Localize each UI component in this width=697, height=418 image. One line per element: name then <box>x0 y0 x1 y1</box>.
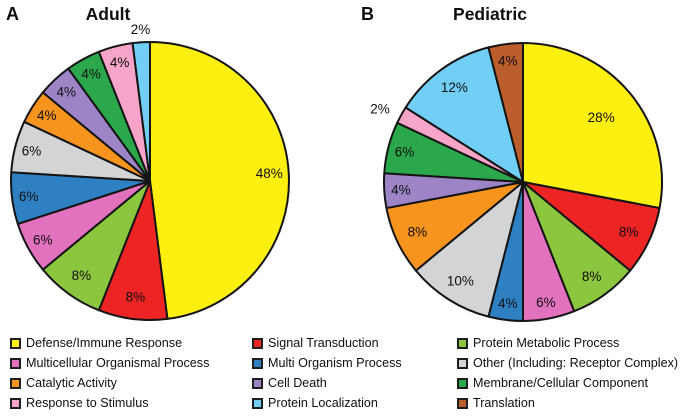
legend-label: Multi Organism Process <box>268 356 402 370</box>
legend-swatch <box>10 357 21 369</box>
slice-percent-label: 12% <box>441 80 468 95</box>
legend-swatch <box>10 337 21 349</box>
slice-percent-label: 6% <box>22 143 42 158</box>
slice-percent-label: 2% <box>131 22 151 37</box>
pie-slice <box>487 42 524 183</box>
slice-percent-label: 4% <box>498 296 518 311</box>
legend-item: Protein Localization <box>252 393 402 413</box>
legend-label: Response to Stimulus <box>26 396 149 410</box>
legend-label: Defense/Immune Response <box>26 336 183 350</box>
slice-percent-label: 4% <box>498 53 518 68</box>
slice-percent-label: 10% <box>447 273 474 288</box>
panel-letter: B <box>361 4 374 24</box>
pie-slice <box>414 181 524 318</box>
legend-label: Protein Localization <box>268 396 378 410</box>
legend-label: Translation <box>473 396 535 410</box>
legend-item: Multi Organism Process <box>252 353 402 373</box>
legend-item: Membrane/Cellular Component <box>457 373 678 393</box>
legend-swatch <box>457 357 468 369</box>
slice-percent-label: 4% <box>57 85 77 100</box>
legend-label: Membrane/Cellular Component <box>473 376 648 390</box>
panel-letter: A <box>6 4 19 24</box>
slice-percent-label: 8% <box>408 224 428 239</box>
slice-percent-label: 48% <box>256 166 283 181</box>
legend-label: Cell Death <box>268 376 327 390</box>
slice-percent-label: 4% <box>81 67 101 82</box>
legend-label: Catalytic Activity <box>26 376 117 390</box>
slice-percent-label: 4% <box>110 55 130 70</box>
legend-item: Multicellular Organismal Process <box>10 353 209 373</box>
legend-swatch <box>252 397 263 409</box>
legend-swatch <box>10 377 21 389</box>
legend-swatch <box>457 397 468 409</box>
legend-item: Cell Death <box>252 373 402 393</box>
legend-item: Defense/Immune Response <box>10 333 209 353</box>
pie-title: Pediatric <box>453 4 527 24</box>
slice-percent-label: 28% <box>588 110 615 125</box>
slice-percent-label: 2% <box>370 102 390 117</box>
legend-item: Signal Transduction <box>252 333 402 353</box>
slice-percent-label: 8% <box>619 224 639 239</box>
pie-pediatric: B Pediatric 28% 8% 8% 6% 4% 10% 8% 4% 6% 2% 12% 4% <box>361 4 663 322</box>
slice-percent-label: 6% <box>19 189 39 204</box>
slice-percent-label: 8% <box>126 290 146 305</box>
legend-swatch <box>252 377 263 389</box>
legend-item: Translation <box>457 393 678 413</box>
legend-swatch <box>457 337 468 349</box>
pie-slice <box>522 42 663 210</box>
legend-swatch <box>252 357 263 369</box>
legend-label: Other (Including: Receptor Complex) <box>473 356 679 370</box>
pie-slice <box>131 41 151 182</box>
legend-label: Signal Transduction <box>268 336 379 350</box>
slice-percent-label: 6% <box>395 144 415 159</box>
slice-percent-label: 4% <box>391 182 411 197</box>
pie-slice <box>149 41 290 320</box>
pie-slice <box>404 46 524 183</box>
slice-percent-label: 8% <box>72 268 92 283</box>
pie-title: Adult <box>86 4 131 24</box>
legend-item: Catalytic Activity <box>10 373 209 393</box>
slice-percent-label: 6% <box>536 295 556 310</box>
legend-label: Multicellular Organismal Process <box>26 356 210 370</box>
legend-item: Protein Metabolic Process <box>457 333 678 353</box>
slice-percent-label: 8% <box>582 269 602 284</box>
legend-label: Protein Metabolic Process <box>473 336 620 350</box>
slice-percent-label: 4% <box>37 108 57 123</box>
legend-item: Response to Stimulus <box>10 393 209 413</box>
legend-swatch <box>10 397 21 409</box>
legend-swatch <box>457 377 468 389</box>
slice-percent-label: 6% <box>33 233 53 248</box>
legend-item: Other (Including: Receptor Complex) <box>457 353 678 373</box>
legend-swatch <box>252 337 263 349</box>
